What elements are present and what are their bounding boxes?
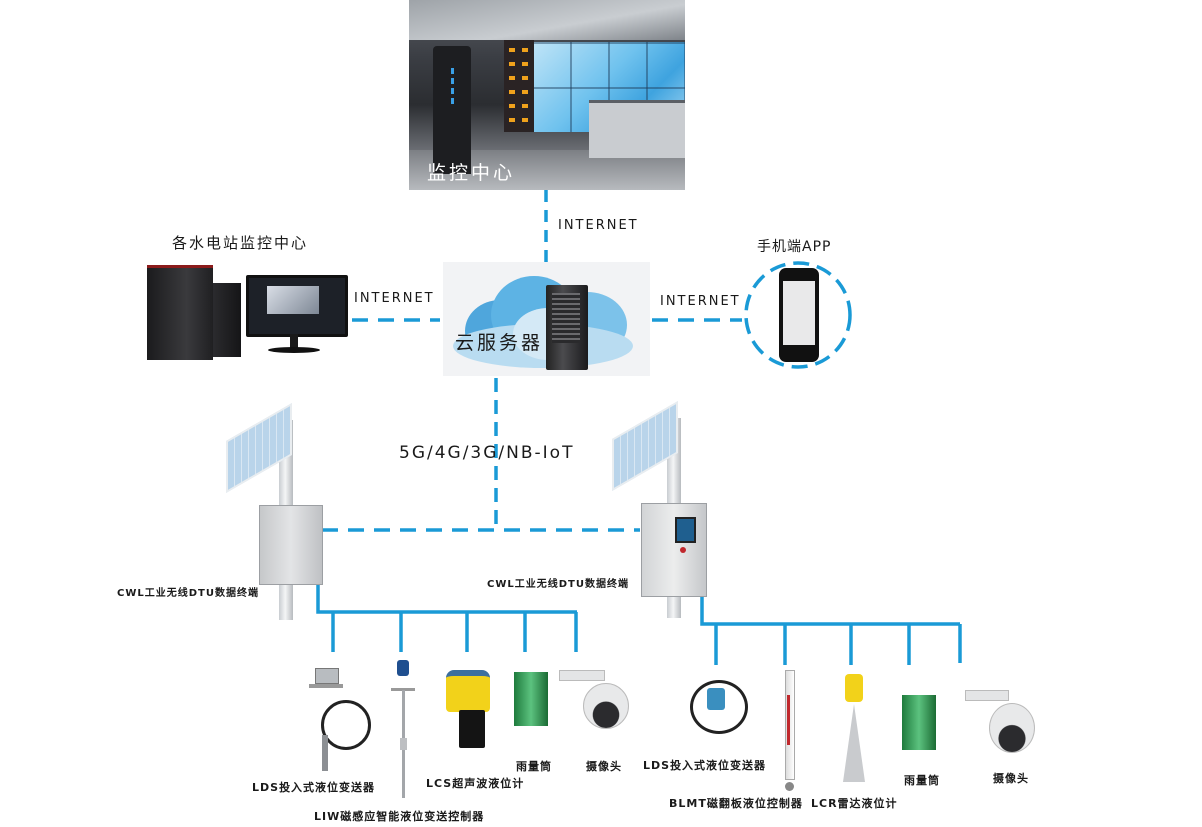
- left-device-label-1: LDS投入式液位变送器: [252, 781, 376, 794]
- right-dtu-label: CWL工业无线DTU数据终端: [487, 579, 629, 590]
- left-device-label-5: 摄像头: [586, 760, 622, 773]
- right-device-label-3: LCR雷达液位计: [811, 797, 898, 810]
- ceiling: [409, 0, 685, 40]
- right-device-label-1: LDS投入式液位变送器: [643, 759, 767, 772]
- left-liw-flange: [391, 688, 415, 691]
- left-dtu-cabinet-icon: [259, 505, 323, 585]
- right-device-label-5: 摄像头: [993, 772, 1029, 785]
- right-lcr-radar-icon: [845, 674, 863, 702]
- workstation-tower-icon: [147, 265, 213, 360]
- workstation-tower-small-icon: [213, 283, 241, 357]
- phone-ring: [744, 261, 852, 369]
- right-blmt-indicator: [787, 695, 790, 745]
- cloud-server-label: 云服务器: [455, 332, 544, 354]
- link-label-station-cloud: INTERNET: [354, 291, 435, 306]
- monitoring-center-node: 监控中心: [409, 0, 685, 190]
- right-camera-bracket: [965, 690, 1009, 701]
- right-dtu-cabinet-icon: [641, 503, 707, 597]
- link-label-center-cloud: INTERNET: [558, 218, 639, 233]
- link-label-cloud-dtu: 5G/4G/3G/NB-IoT: [399, 443, 575, 463]
- left-rain-gauge-icon: [514, 672, 548, 726]
- left-device-label-2: LIW磁感应智能液位变送控制器: [314, 810, 485, 823]
- right-dome-camera-icon: [989, 703, 1035, 753]
- left-device-label-4: 雨量筒: [516, 760, 552, 773]
- left-lds-transmitter-icon: [315, 668, 339, 684]
- right-blmt-float: [785, 782, 794, 791]
- mobile-app-label: 手机端APP: [757, 239, 832, 255]
- station-centers-label: 各水电站监控中心: [172, 234, 309, 252]
- monitor-stand: [290, 334, 298, 348]
- left-dtu-label: CWL工业无线DTU数据终端: [117, 588, 259, 599]
- lcd-display-icon: [675, 517, 696, 543]
- right-blmt-flap-gauge-icon: [785, 670, 795, 780]
- left-device-label-3: LCS超声波液位计: [426, 777, 525, 790]
- right-lds-cable-coil: [690, 680, 748, 734]
- left-lcs-transducer: [459, 710, 485, 748]
- server-icon: [546, 285, 588, 370]
- left-lds-probe: [322, 735, 328, 771]
- right-device-label-4: 雨量筒: [904, 774, 940, 787]
- console-desk-icon: [589, 100, 685, 158]
- left-lds-flange: [309, 684, 343, 688]
- left-liw-head-icon: [397, 660, 409, 676]
- smartphone-icon: [779, 268, 819, 362]
- right-lds-transmitter-icon: [707, 688, 725, 710]
- server-tower-icon: [433, 46, 471, 174]
- right-device-bus: [700, 585, 960, 626]
- left-device-bus: [316, 578, 577, 614]
- led-status-wall-icon: [504, 40, 534, 132]
- right-rain-gauge-icon: [902, 695, 936, 750]
- left-lcs-ultrasonic-icon: [446, 670, 490, 712]
- left-dome-camera-icon: [583, 683, 629, 729]
- right-device-label-2: BLMT磁翻板液位控制器: [669, 797, 803, 810]
- link-label-cloud-app: INTERNET: [660, 294, 741, 309]
- monitoring-center-label: 监控中心: [427, 162, 516, 184]
- left-liw-float: [400, 738, 407, 750]
- emergency-button-icon: [680, 547, 686, 553]
- right-lcr-horn: [843, 704, 865, 782]
- left-lds-cable-coil: [321, 700, 371, 750]
- monitor-icon: [246, 275, 348, 337]
- left-camera-bracket: [559, 670, 605, 681]
- monitor-base: [268, 347, 320, 353]
